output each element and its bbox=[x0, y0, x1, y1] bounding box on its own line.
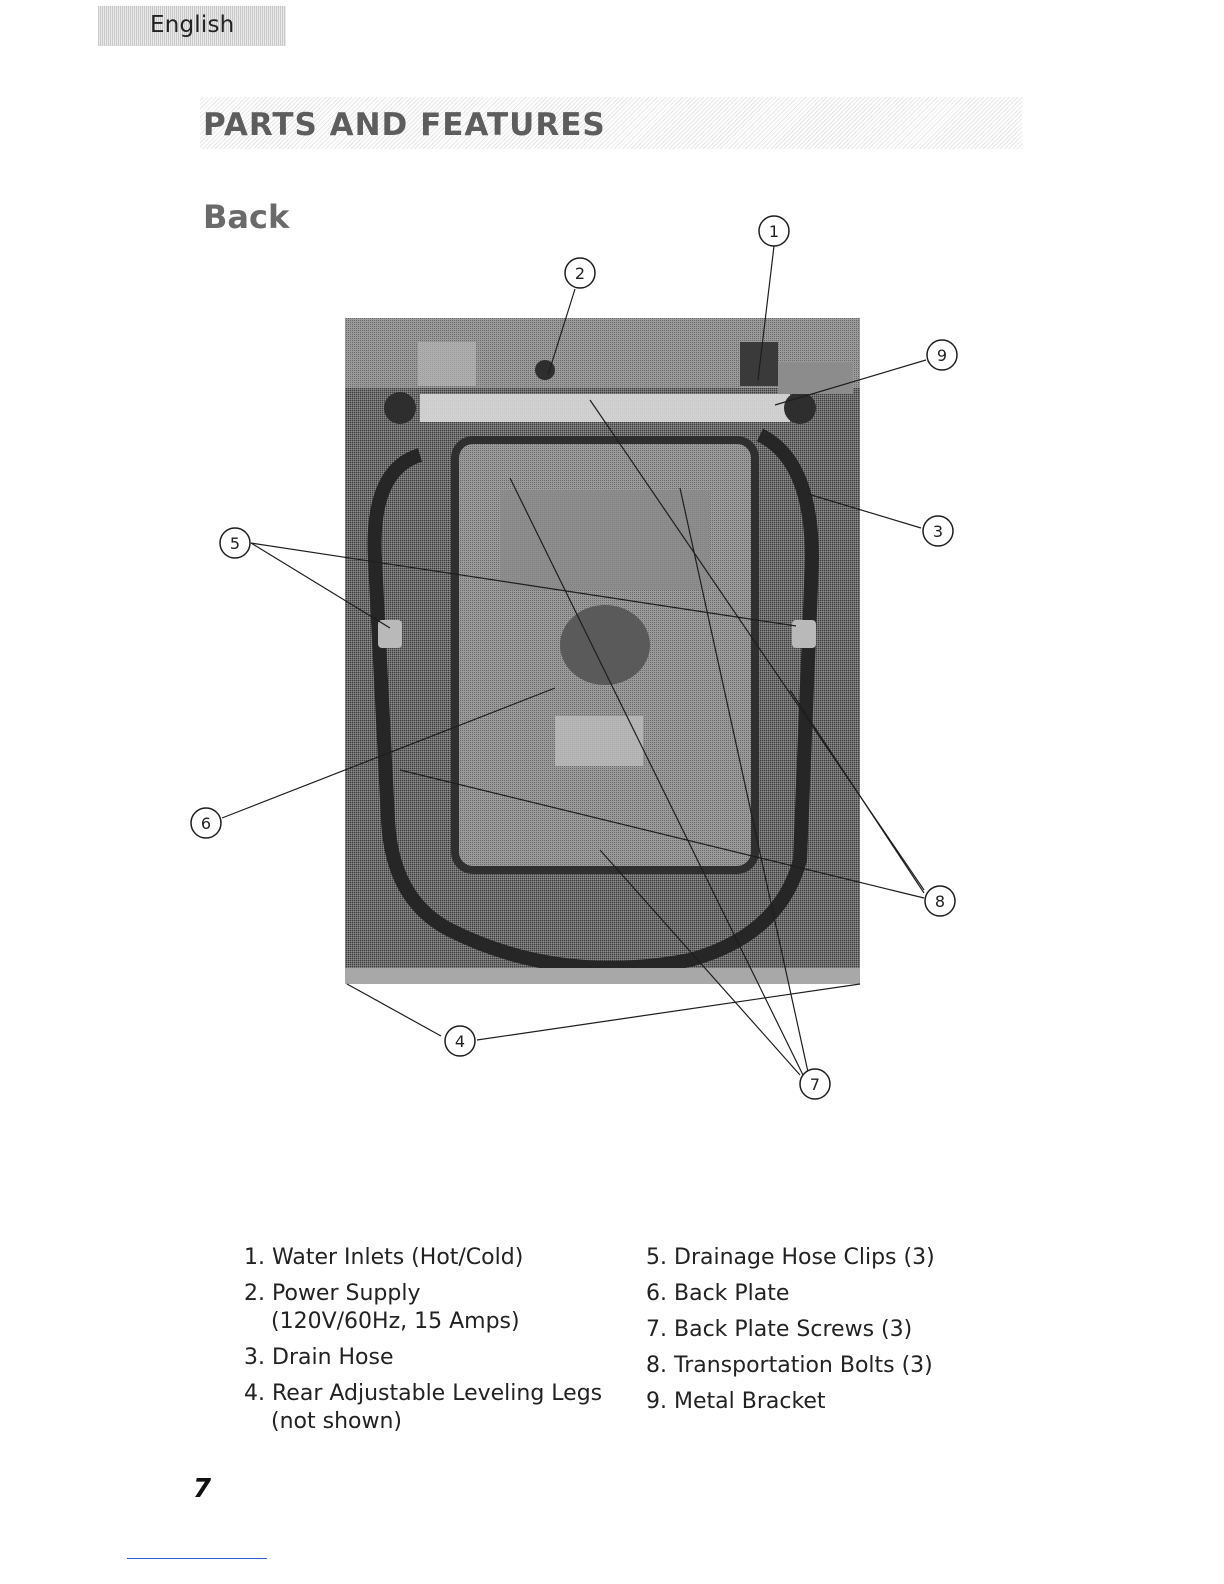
callout-2: 2 bbox=[565, 258, 595, 288]
callout-4: 4 bbox=[445, 1026, 475, 1056]
legend-number: 2. bbox=[244, 1281, 265, 1306]
svg-text:1: 1 bbox=[769, 222, 779, 241]
legend-text: Power Supply bbox=[272, 1281, 420, 1306]
parts-legend-left: 1. Water Inlets (Hot/Cold) 2. Power Supp… bbox=[244, 1244, 604, 1444]
legend-item: 6. Back Plate bbox=[646, 1280, 1006, 1308]
legend-item: 4. Rear Adjustable Leveling Legs (not sh… bbox=[244, 1380, 604, 1436]
callout-9: 9 bbox=[927, 340, 957, 370]
legend-item: 5. Drainage Hose Clips (3) bbox=[646, 1244, 1006, 1272]
legend-text: Water Inlets (Hot/Cold) bbox=[272, 1245, 523, 1270]
svg-text:2: 2 bbox=[575, 264, 585, 283]
legend-text-detail: (120V/60Hz, 15 Amps) bbox=[271, 1309, 520, 1334]
svg-text:6: 6 bbox=[201, 814, 211, 833]
parts-legend-right: 5. Drainage Hose Clips (3) 6. Back Plate… bbox=[646, 1244, 1006, 1424]
legend-text: Transportation Bolts (3) bbox=[674, 1353, 933, 1378]
legend-item: 9. Metal Bracket bbox=[646, 1388, 1006, 1416]
legend-item: 1. Water Inlets (Hot/Cold) bbox=[244, 1244, 604, 1272]
svg-text:4: 4 bbox=[455, 1032, 465, 1051]
svg-text:8: 8 bbox=[935, 892, 945, 911]
svg-text:5: 5 bbox=[230, 534, 240, 553]
page-number: 7 bbox=[193, 1474, 211, 1504]
legend-number: 8. bbox=[646, 1353, 667, 1378]
legend-item: 2. Power Supply (120V/60Hz, 15 Amps) bbox=[244, 1280, 604, 1336]
legend-number: 4. bbox=[244, 1381, 265, 1406]
legend-number: 7. bbox=[646, 1317, 667, 1342]
callout-1: 1 bbox=[759, 216, 789, 246]
svg-text:7: 7 bbox=[810, 1075, 820, 1094]
legend-text: Drainage Hose Clips (3) bbox=[674, 1245, 935, 1270]
legend-number: 3. bbox=[244, 1345, 265, 1370]
legend-number: 9. bbox=[646, 1389, 667, 1414]
legend-item: 3. Drain Hose bbox=[244, 1344, 604, 1372]
callout-7: 7 bbox=[800, 1069, 830, 1099]
legend-text-detail: (not shown) bbox=[271, 1409, 402, 1434]
svg-text:9: 9 bbox=[937, 346, 947, 365]
metal-bracket bbox=[420, 394, 790, 422]
water-inlets bbox=[740, 342, 778, 386]
callout-6: 6 bbox=[191, 808, 221, 838]
svg-text:3: 3 bbox=[933, 522, 943, 541]
legend-text: Rear Adjustable Leveling Legs bbox=[272, 1381, 602, 1406]
legend-text: Back Plate Screws (3) bbox=[674, 1317, 912, 1342]
callout-8: 8 bbox=[925, 886, 955, 916]
legend-number: 6. bbox=[646, 1281, 667, 1306]
legend-text: Back Plate bbox=[674, 1281, 789, 1306]
legend-number: 1. bbox=[244, 1245, 265, 1270]
legend-item: 7. Back Plate Screws (3) bbox=[646, 1316, 1006, 1344]
legend-item: 8. Transportation Bolts (3) bbox=[646, 1352, 1006, 1380]
callout-3: 3 bbox=[923, 516, 953, 546]
footer-link-underline bbox=[127, 1558, 267, 1559]
legend-text: Drain Hose bbox=[272, 1345, 394, 1370]
legend-text: Metal Bracket bbox=[674, 1389, 826, 1414]
legend-number: 5. bbox=[646, 1245, 667, 1270]
callout-5: 5 bbox=[220, 528, 250, 558]
